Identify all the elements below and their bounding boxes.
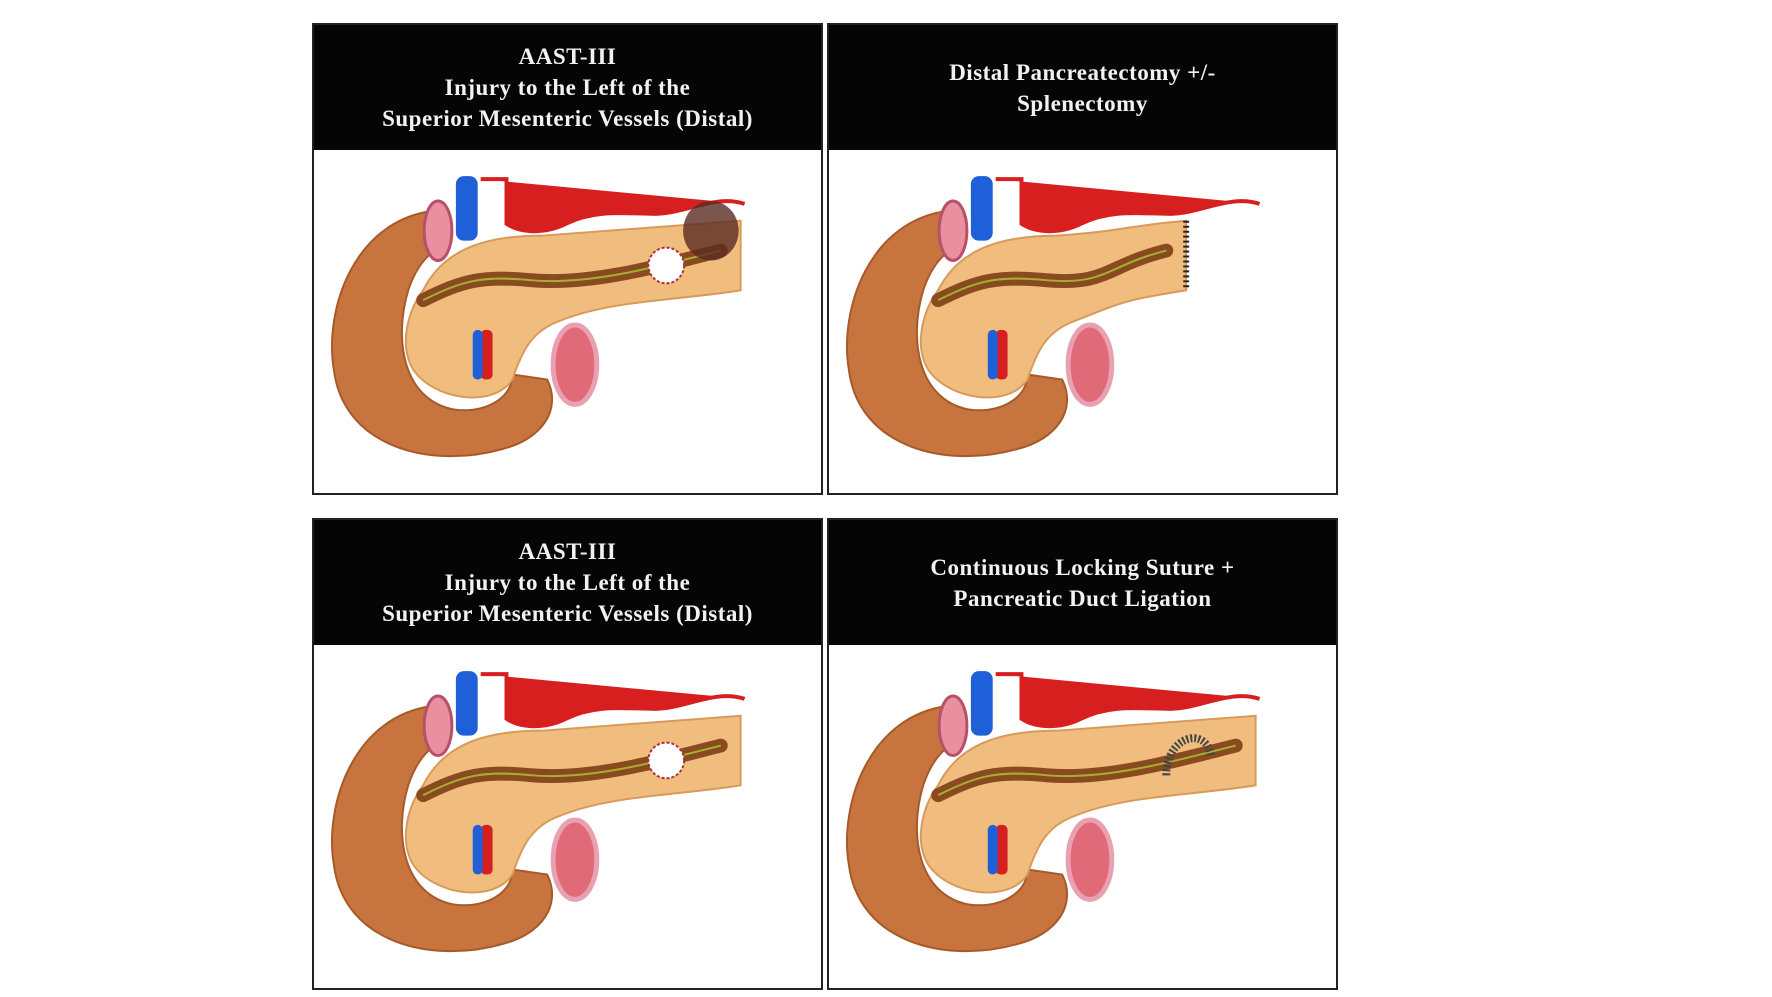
panel-suture-duct-ligation: Continuous Locking Suture + Pancreatic D…: [827, 518, 1338, 990]
header-line: AAST-III: [518, 44, 617, 69]
header-line: Continuous Locking Suture +: [930, 554, 1235, 580]
duodenum: [846, 694, 1115, 953]
aorta-celiac: [480, 672, 746, 729]
panel-distal-pancreatectomy: Distal Pancreatectomy +/- Splenectomy: [827, 23, 1338, 495]
pancreas-illustration: [331, 671, 746, 953]
portal-vein: [455, 176, 478, 241]
header-line: Pancreatic Duct Ligation: [953, 585, 1212, 611]
pancreas-illustration: [331, 176, 746, 458]
injury-site: [647, 741, 686, 780]
smv: [472, 824, 483, 875]
sma: [995, 329, 1008, 380]
header-line: Injury to the Left of the: [444, 75, 691, 100]
sma: [480, 824, 493, 875]
header-line: Superior Mesenteric Vessels (Distal): [382, 106, 753, 131]
header-line: AAST-III: [518, 539, 617, 564]
header-line: Injury to the Left of the: [444, 570, 691, 595]
aorta-celiac: [995, 177, 1261, 234]
sma: [480, 329, 493, 380]
smv: [987, 824, 998, 875]
pancreas-illustration: [846, 671, 1261, 953]
injury-site: [647, 246, 686, 285]
panel-injury-distal-body: AAST-III Injury to the Left of the Super…: [312, 518, 823, 990]
portal-vein: [455, 671, 478, 736]
header-line: Distal Pancreatectomy +/-: [949, 59, 1216, 85]
panel-header: Continuous Locking Suture + Pancreatic D…: [829, 520, 1336, 645]
panel-header: AAST-III Injury to the Left of the Super…: [314, 520, 821, 645]
panel-header: Distal Pancreatectomy +/- Splenectomy: [829, 25, 1336, 150]
duodenum: [846, 199, 1115, 458]
figure-grid: AAST-III Injury to the Left of the Super…: [312, 23, 1338, 990]
suture-line: [1162, 734, 1215, 776]
portal-vein: [970, 671, 993, 736]
panel-header: AAST-III Injury to the Left of the Super…: [314, 25, 821, 150]
pancreas-illustration: [846, 176, 1261, 458]
smv: [472, 329, 483, 380]
panel-injury-distal-tail: AAST-III Injury to the Left of the Super…: [312, 23, 823, 495]
duodenum: [331, 694, 600, 953]
header-line: Superior Mesenteric Vessels (Distal): [382, 601, 753, 626]
smv: [987, 329, 998, 380]
duodenum: [331, 199, 600, 458]
header-line: Splenectomy: [1017, 90, 1148, 116]
aorta-celiac: [995, 672, 1261, 729]
sma: [995, 824, 1008, 875]
portal-vein: [970, 176, 993, 241]
